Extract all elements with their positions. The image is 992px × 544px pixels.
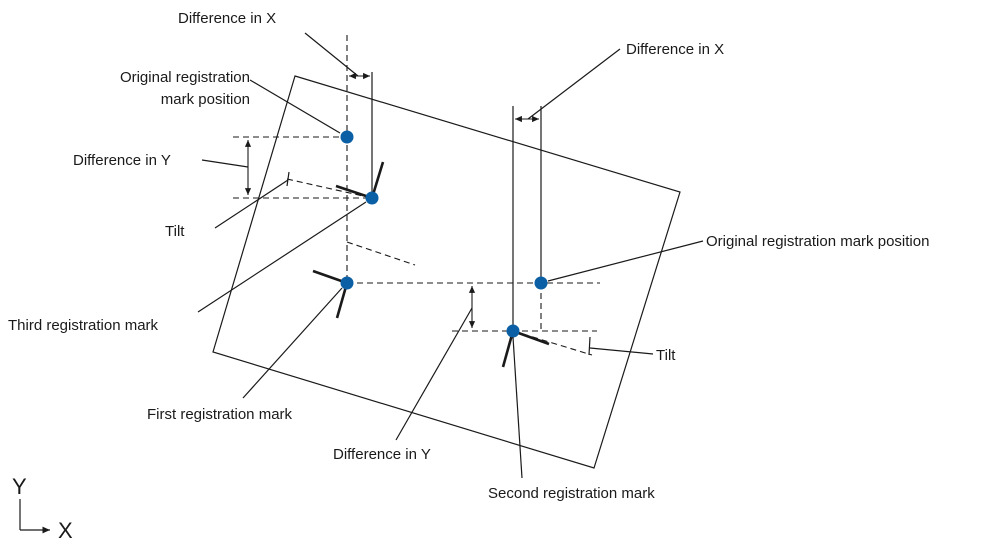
label-tilt-right: Tilt	[656, 347, 676, 364]
leader-diff-y-left	[201, 159, 249, 168]
label-tilt-left: Tilt	[165, 223, 185, 240]
leader-diff-y-bottom	[395, 307, 473, 441]
leader-second-mark	[512, 336, 523, 479]
axis-indicator: Y X	[12, 474, 73, 543]
tilt-tick-left	[286, 171, 290, 187]
tilt-line-left	[286, 178, 373, 199]
second-mark-dot	[506, 324, 520, 338]
axis-y-label: Y	[12, 474, 27, 499]
tilt-tick-right	[588, 336, 591, 356]
label-third-mark: Third registration mark	[8, 317, 159, 334]
first-registration-mark	[312, 269, 349, 319]
label-first-mark: First registration mark	[147, 406, 293, 423]
label-second-mark: Second registration mark	[488, 485, 655, 502]
third-registration-mark	[335, 161, 385, 200]
label-original-left-1: Original registration	[120, 69, 250, 86]
first-mark-dot	[340, 276, 354, 290]
leader-original-right	[547, 240, 704, 282]
leader-first-mark	[242, 287, 343, 399]
guide-first-mark-slant	[346, 241, 416, 266]
leader-tilt-left	[214, 179, 289, 229]
leader-third-mark	[197, 201, 367, 313]
third-mark-dot	[365, 191, 379, 205]
label-diff-y-left: Difference in Y	[73, 152, 171, 169]
axis-x-label: X	[58, 518, 73, 543]
sheet-outline	[212, 75, 681, 469]
label-original-left-2: mark position	[161, 91, 250, 108]
leader-original-left	[249, 79, 341, 134]
label-diff-x-left: Difference in X	[178, 10, 276, 27]
label-original-right: Original registration mark position	[706, 233, 929, 250]
original-mark-right-dot	[534, 276, 548, 290]
original-mark-left-dot	[340, 130, 354, 144]
leader-diff-x-left	[304, 32, 359, 77]
leader-tilt-right	[589, 347, 654, 355]
leader-diff-x-right	[527, 48, 621, 120]
label-diff-y-bottom: Difference in Y	[333, 446, 431, 463]
label-diff-x-right: Difference in X	[626, 41, 724, 58]
